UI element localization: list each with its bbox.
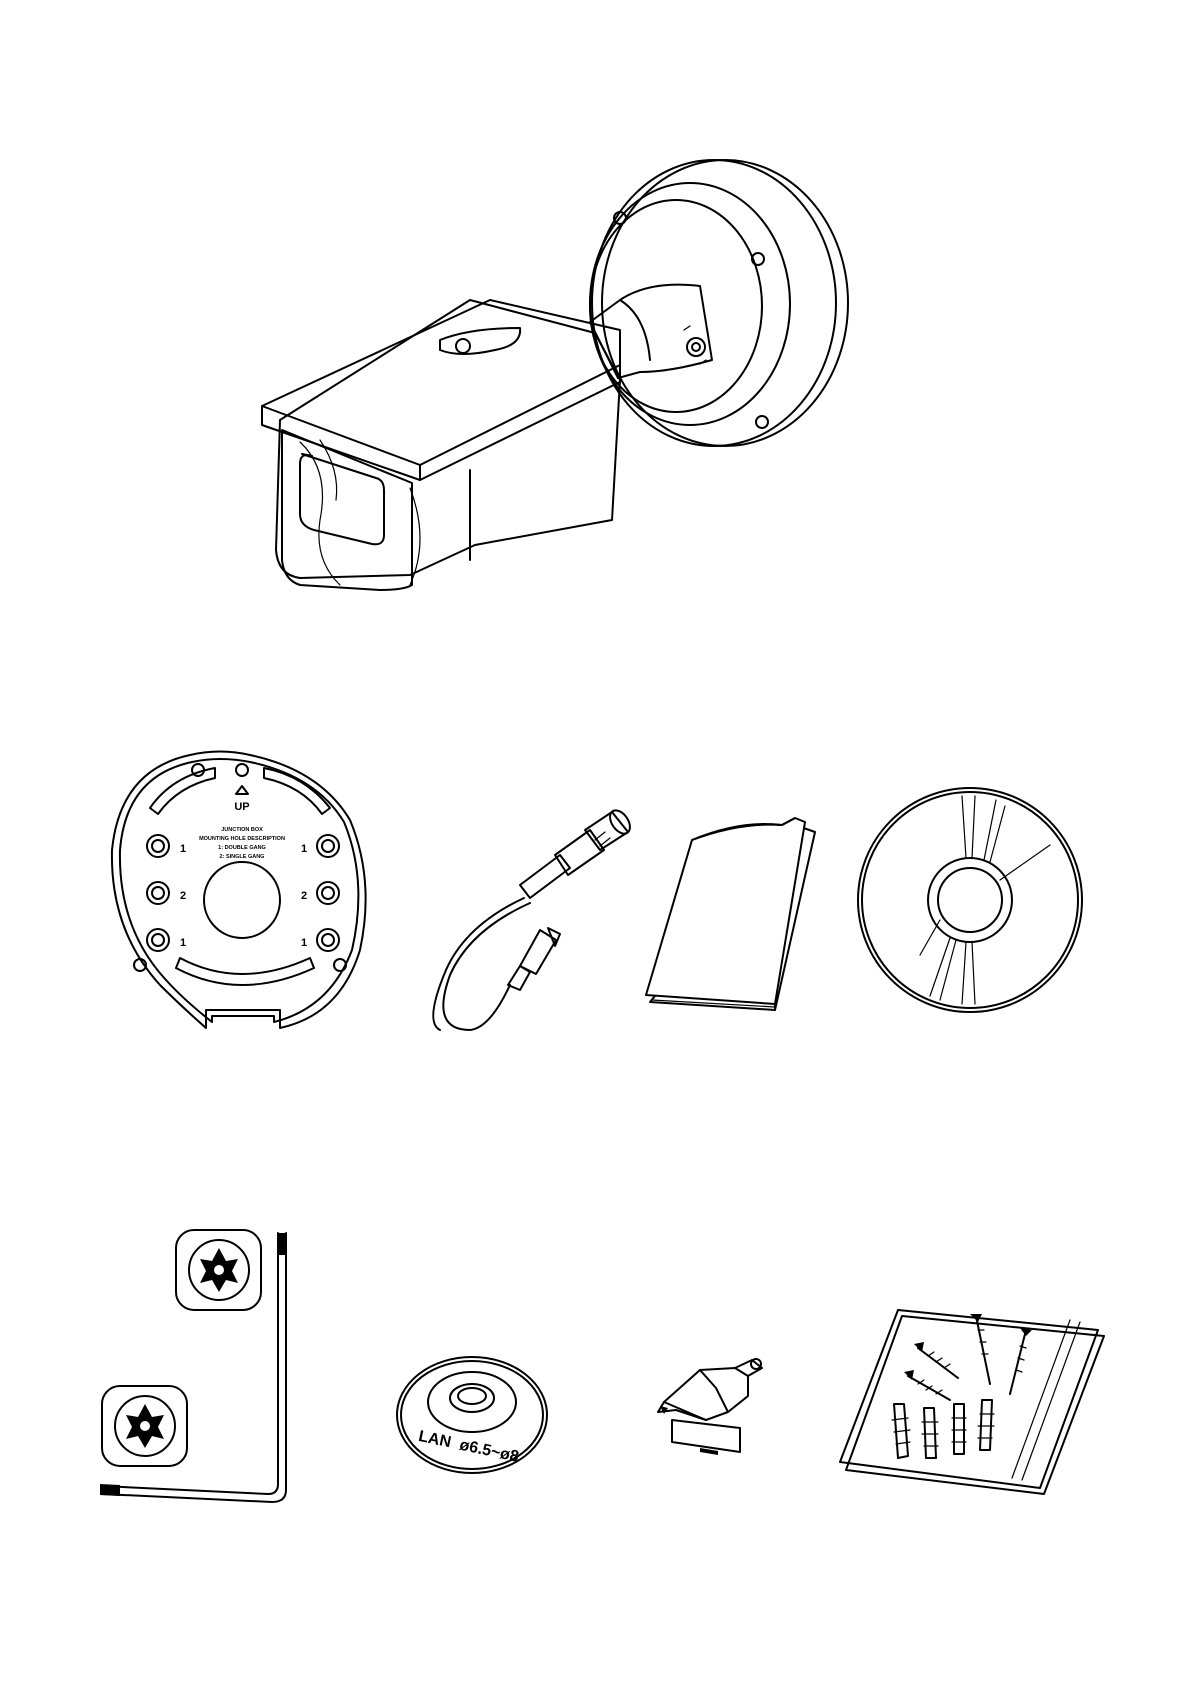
plate-text-junction-box: JUNCTION BOX	[221, 827, 263, 833]
torx-wrench-icon	[100, 1230, 286, 1502]
plate-text-mounting-hole: MOUNTING HOLE DESCRIPTION	[199, 836, 285, 842]
hole-label-right-2: 2	[301, 890, 307, 902]
up-label: UP	[234, 801, 249, 813]
hole-label-left-3: 1	[180, 937, 186, 949]
bnc-cable-icon	[433, 807, 634, 1030]
mounting-plate-icon: UP JUNCTION BOX MOUNTING HOLE DESCRIPTIO…	[112, 752, 366, 1029]
plate-text-double-gang: 1: DOUBLE GANG	[218, 845, 266, 851]
plug-label-lan: LAN	[417, 1428, 453, 1451]
cd-disc-icon	[858, 788, 1082, 1012]
plug-label-range: ø6.5~ø8	[458, 1437, 520, 1466]
bullet-camera-icon	[262, 160, 848, 590]
hole-label-left-1: 1	[180, 843, 186, 855]
manual-booklet-icon	[646, 818, 815, 1010]
waterproof-plug-icon: LAN ø6.5~ø8	[397, 1357, 547, 1473]
screw-bag-icon	[840, 1310, 1104, 1494]
hole-label-right-1: 1	[301, 843, 307, 855]
hole-label-right-3: 1	[301, 937, 307, 949]
hole-label-left-2: 2	[180, 890, 186, 902]
cable-tool-icon	[658, 1359, 762, 1455]
plate-text-single-gang: 2: SINGLE GANG	[220, 854, 265, 860]
